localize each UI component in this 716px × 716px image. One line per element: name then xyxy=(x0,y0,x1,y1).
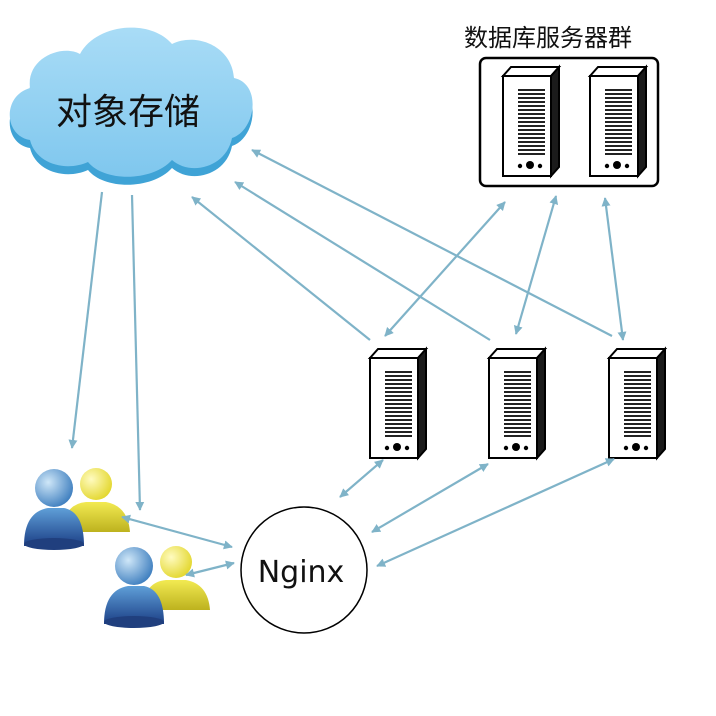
arrow-user-2-nginx xyxy=(185,560,235,578)
user-icon-2 xyxy=(104,546,210,628)
arrow-cloud-to-user-2 xyxy=(130,194,145,511)
database-server-cluster: 数据库服务器群 xyxy=(464,24,660,188)
nginx-node: Nginx xyxy=(240,506,368,634)
nginx-circle xyxy=(240,506,368,634)
arrow-app-server-1-to-cloud xyxy=(191,196,371,341)
arrow-nginx-app-server-1 xyxy=(339,459,384,498)
arrow-user-1-nginx xyxy=(121,514,233,550)
cloud-label: 对象存储 xyxy=(56,92,200,133)
database-server-1 xyxy=(502,66,560,177)
arrow-nginx-app-server-3 xyxy=(376,457,615,568)
app-server-1 xyxy=(369,348,427,459)
nginx-label: Nginx xyxy=(258,555,345,590)
app-server-3 xyxy=(608,348,666,459)
database-cluster-label: 数据库服务器群 xyxy=(464,24,632,52)
database-server-2 xyxy=(589,66,647,177)
app-server-2 xyxy=(488,348,546,459)
object-storage-cloud: 对象存储 xyxy=(9,27,253,185)
arrow-nginx-app-server-2 xyxy=(371,463,489,533)
arrow-app-server-2-database xyxy=(513,195,559,335)
arrow-app-server-3-database xyxy=(601,197,627,341)
user-icon-1 xyxy=(24,468,130,550)
connection-arrows xyxy=(68,149,627,578)
app-server-group xyxy=(369,348,666,459)
arrow-cloud-to-user-1 xyxy=(68,191,104,449)
arrow-app-server-1-database xyxy=(384,201,506,337)
